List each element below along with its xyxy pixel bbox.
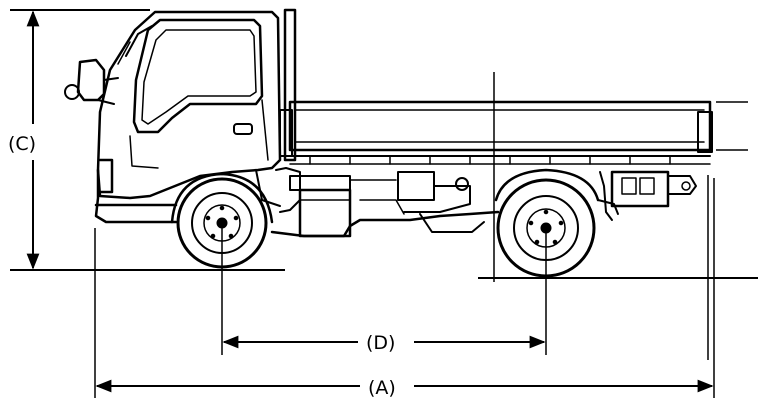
- cargo-bed: [279, 100, 713, 165]
- height-label: (C): [8, 133, 36, 155]
- overall-length-label: (A): [368, 377, 396, 399]
- cab: [64, 8, 297, 224]
- chassis: [270, 167, 697, 238]
- rear-wheel: [494, 168, 600, 278]
- wheelbase-label: (D): [366, 332, 395, 354]
- dimension-lines: [10, 9, 758, 398]
- truck-illustration: [64, 8, 713, 278]
- front-wheel: [170, 172, 274, 269]
